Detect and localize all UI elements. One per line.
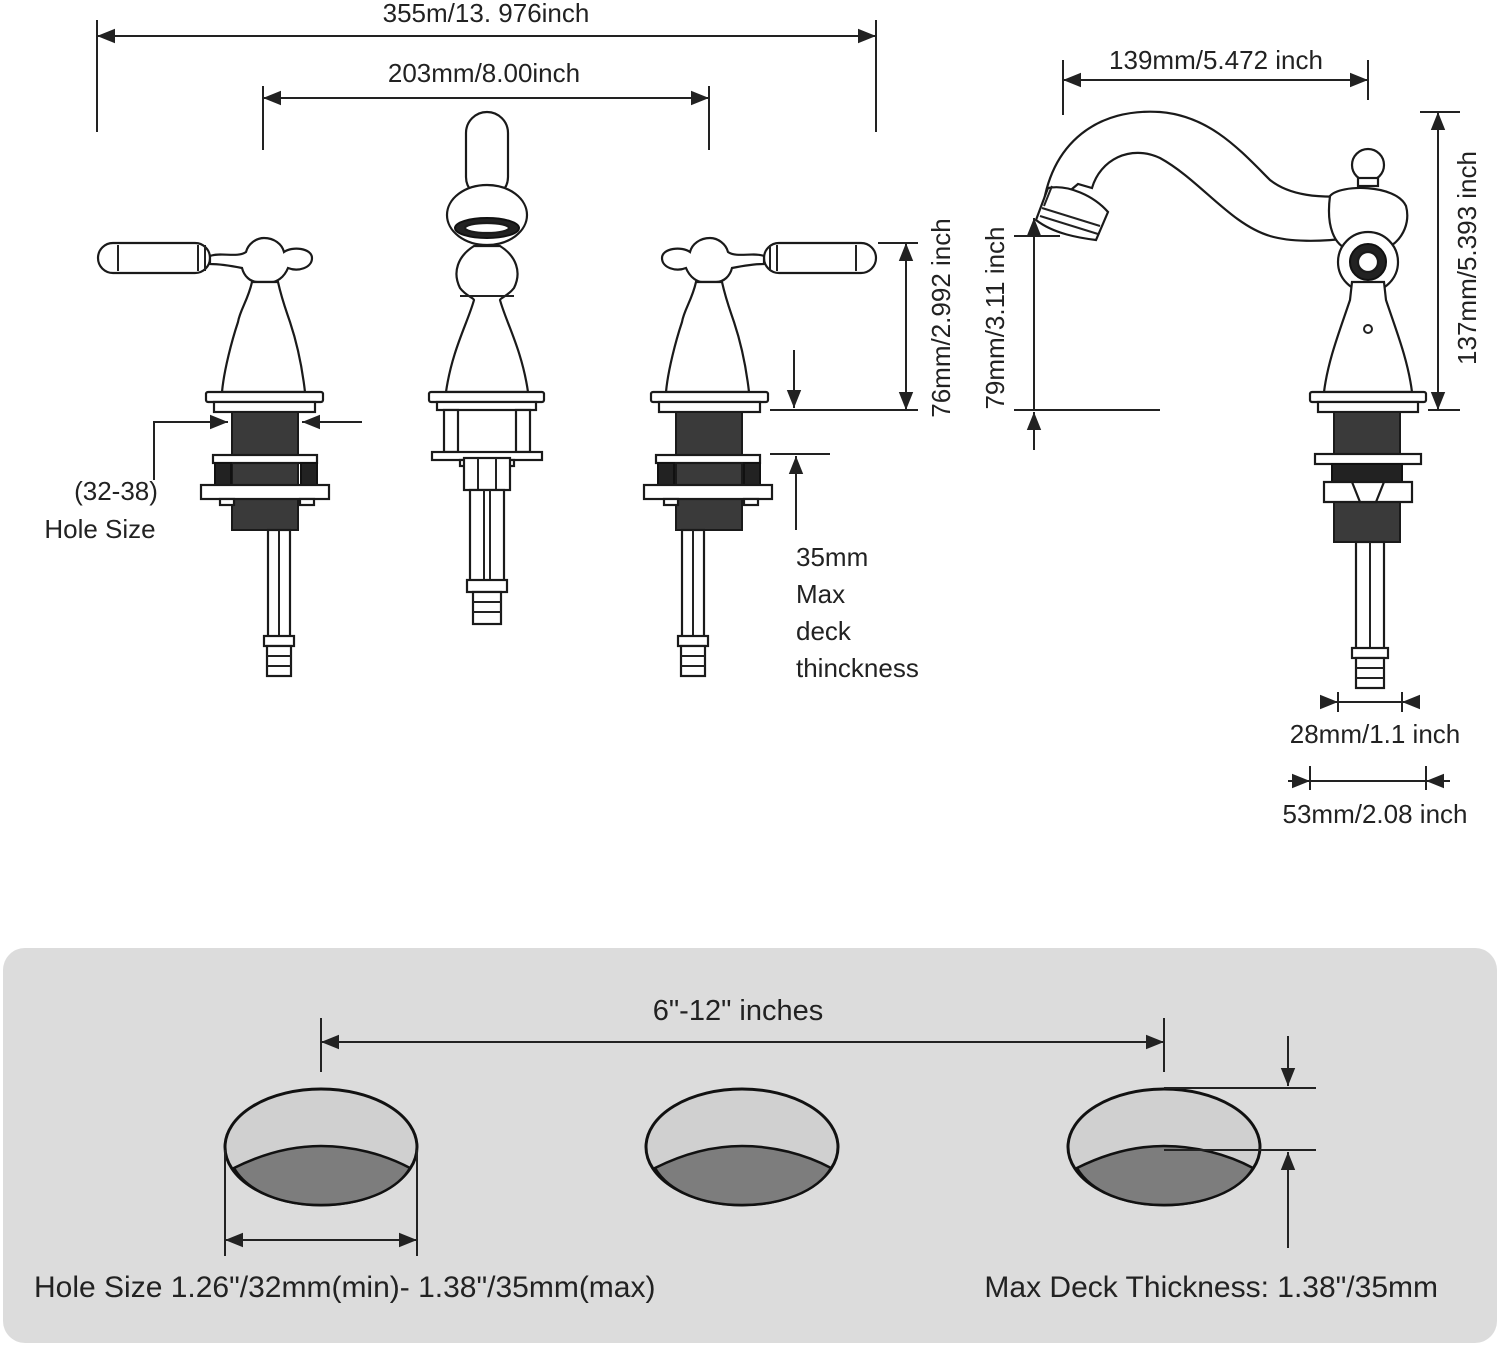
mounting-hole-left [223,1087,419,1207]
overall-width-dimension: 355m/13. 976inch [96,0,877,132]
base-diameter-dimension: 53mm/2.08 inch [1283,766,1468,829]
spout-reach-dimension: 139mm/5.472 inch [1062,45,1369,115]
deck-thickness-line-2: Max [796,579,845,609]
hole-size-range-label: (32-38) [74,476,158,506]
side-view-faucet [1034,110,1428,690]
deck-thickness-line-4: thinckness [796,653,919,683]
shank-diameter-dimension: 28mm/1.1 inch [1290,692,1461,749]
deck-thickness-line-1: 35mm [796,542,868,572]
center-spacing-label: 203mm/8.00inch [388,58,580,88]
center-spacing-dimension: 203mm/8.00inch [262,58,710,150]
spout-reach-label: 139mm/5.472 inch [1109,45,1323,75]
deck-thickness-dimension: 35mm Max deck thinckness [770,453,919,683]
spread-dimension: 6"-12" inches [320,995,1165,1072]
shank-diameter-label: 28mm/1.1 inch [1290,719,1461,749]
mounting-hole-center [644,1087,840,1207]
hole-size-label: Hole Size [44,514,155,544]
hole-size-dimension: (32-38) Hole Size [44,414,362,544]
handle-height-dimension: 76mm/2.992 inch [770,218,956,418]
deck-thickness-arrows [1164,1036,1316,1248]
installation-panel: 6"-12" inches Hole Size 1.26"/3 [3,948,1497,1343]
hole-width-dimension [224,1150,418,1256]
hole-size-note: Hole Size 1.26"/32mm(min)- 1.38"/35mm(ma… [34,1271,655,1304]
right-handle-valve [642,236,878,678]
deck-thickness-line-3: deck [796,616,852,646]
deck-thickness-note: Max Deck Thickness: 1.38"/35mm [984,1271,1438,1304]
spread-label: 6"-12" inches [653,995,824,1027]
spout-height-dimension: 79mm/3.11 inch [980,218,1160,450]
overall-height-label: 137mm/5.393 inch [1452,151,1482,365]
base-diameter-label: 53mm/2.08 inch [1283,799,1468,829]
center-spout [427,110,546,626]
mounting-hole-right [1066,1087,1262,1207]
overall-width-label: 355m/13. 976inch [383,0,590,28]
spout-height-label: 79mm/3.11 inch [980,226,1010,409]
left-handle-valve [96,236,331,678]
handle-height-label: 76mm/2.992 inch [926,218,956,417]
overall-height-dimension: 137mm/5.393 inch [1420,111,1482,411]
